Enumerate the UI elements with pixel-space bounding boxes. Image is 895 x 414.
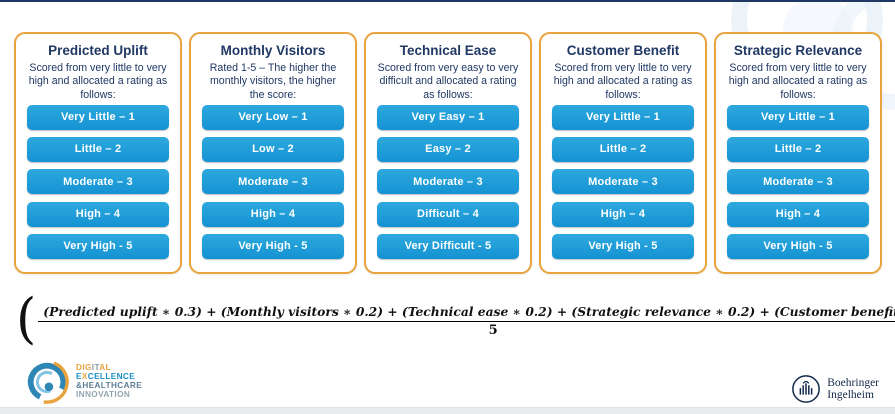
rating-button: Low – 2 — [202, 136, 344, 162]
rating-button: High – 4 — [727, 201, 869, 227]
rating-button: Very High - 5 — [552, 233, 694, 259]
card-title: Monthly Visitors — [220, 43, 326, 58]
rating-button: Very Low – 1 — [202, 104, 344, 130]
rating-button: Easy – 2 — [377, 136, 519, 162]
card-description: Scored from very easy to very difficult … — [377, 61, 519, 101]
card-title: Predicted Uplift — [48, 43, 148, 58]
rating-button: Very Little – 1 — [27, 104, 169, 130]
rating-button: Very High - 5 — [727, 233, 869, 259]
rating-button: High – 4 — [27, 201, 169, 227]
rating-button: Very High - 5 — [27, 233, 169, 259]
digital-excellence-logo: DIGITAL EXCELLENCE &HEALTHCARE INNOVATIO… — [24, 359, 142, 405]
card-description: Scored from very little to very high and… — [28, 61, 168, 101]
rating-button: Moderate – 3 — [552, 169, 694, 195]
rating-button: Very Little – 1 — [727, 104, 869, 130]
boehringer-ingelheim-logo: Boehringer Ingelheim — [791, 374, 879, 404]
boehringer-ingelheim-logo-text: Boehringer Ingelheim — [827, 377, 879, 402]
boehringer-ingelheim-logo-icon — [792, 375, 821, 403]
logo-line-digital: DIGITAL — [76, 363, 111, 373]
rating-button: Moderate – 3 — [727, 169, 869, 195]
rating-button: High – 4 — [202, 201, 344, 227]
rating-button: Little – 2 — [27, 136, 169, 162]
rating-button: Very Easy – 1 — [377, 104, 519, 130]
rating-card: Strategic Relevance Scored from very lit… — [714, 32, 882, 274]
rating-card: Monthly Visitors Rated 1-5 – The higher … — [189, 32, 357, 274]
rating-button: Moderate – 3 — [27, 169, 169, 195]
logo-line-innovation: INNOVATION — [76, 389, 131, 399]
rating-button: Little – 2 — [552, 136, 694, 162]
rating-card: Customer Benefit Scored from very little… — [539, 32, 707, 274]
digital-excellence-logo-icon — [25, 360, 69, 404]
rating-button: Moderate – 3 — [377, 169, 519, 195]
card-description: Scored from very little to very high and… — [553, 61, 693, 101]
rating-card: Technical Ease Scored from very easy to … — [364, 32, 532, 274]
logo-line-boehringer: Boehringer — [827, 376, 879, 389]
formula-denominator: 5 — [488, 322, 498, 338]
rating-card: Predicted Uplift Scored from very little… — [14, 32, 182, 274]
formula-numerator: (Predicted uplift ∗ 0.3) + (Monthly visi… — [38, 303, 895, 322]
rating-list: Very Low – 1 Low – 2 Moderate – 3 High – 4 V… — [202, 104, 344, 259]
rating-button: Little – 2 — [727, 136, 869, 162]
card-description: Scored from very little to very high and… — [728, 61, 868, 101]
fraction: (Predicted uplift ∗ 0.3) + (Monthly visi… — [38, 303, 895, 338]
rating-button: Very High - 5 — [202, 233, 344, 259]
rating-button: Very Little – 1 — [552, 104, 694, 130]
logo-line-healthcare: &HEALTHCARE — [76, 381, 143, 390]
rating-button: Very Difficult - 5 — [377, 233, 519, 259]
logo-line-ingelheim: Ingelheim — [827, 389, 874, 401]
rating-list: Very Little – 1 Little – 2 Moderate – 3 Hig… — [727, 104, 869, 259]
card-description: Rated 1-5 – The higher the monthly visit… — [209, 61, 337, 101]
rating-button: Difficult – 4 — [377, 201, 519, 227]
logo-line-excellence: EXCELLENCE — [76, 372, 136, 382]
card-title: Strategic Relevance — [733, 43, 863, 58]
card-title: Technical Ease — [399, 43, 497, 58]
bottom-gray-strip — [0, 407, 895, 414]
rating-button: High – 4 — [552, 201, 694, 227]
card-title: Customer Benefit — [566, 43, 680, 58]
priority-score-formula: ( (Predicted uplift ∗ 0.3) + (Monthly vi… — [16, 293, 895, 346]
digital-excellence-logo-text: DIGITAL EXCELLENCE &HEALTHCARE INNOVATIO… — [76, 363, 143, 399]
rating-list: Very Easy – 1 Easy – 2 Moderate – 3 Difficu… — [377, 104, 519, 259]
rating-cards-row: Predicted Uplift Scored from very little… — [14, 32, 882, 274]
rating-button: Moderate – 3 — [202, 169, 344, 195]
rating-list: Very Little – 1 Little – 2 Moderate – 3 Hig… — [552, 104, 694, 259]
rating-list: Very Little – 1 Little – 2 Moderate – 3 Hig… — [27, 104, 169, 259]
